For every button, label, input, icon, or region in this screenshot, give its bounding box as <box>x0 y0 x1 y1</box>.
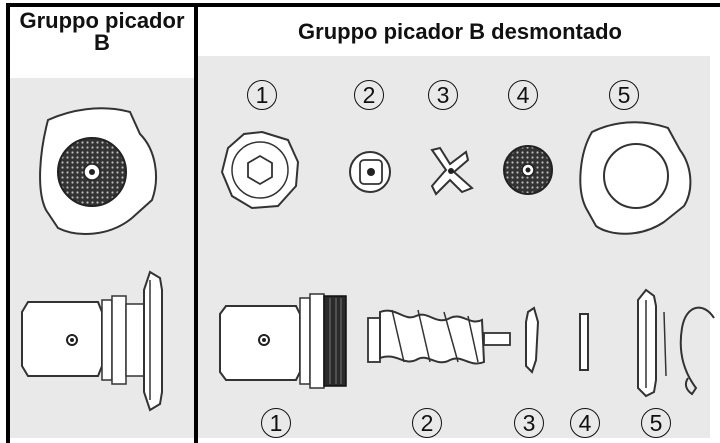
part-number-1-top: 1 <box>247 80 277 110</box>
part-number-5-top: 5 <box>609 80 639 110</box>
part-1-side-body <box>219 293 347 389</box>
right-header: Gruppo picador B desmontado <box>298 19 622 44</box>
part-2-side-auger <box>367 309 511 365</box>
part-4-side-plate <box>579 313 589 371</box>
part-number-3-bottom: 3 <box>514 408 544 438</box>
part-3-front-blade <box>430 146 474 196</box>
part-number-2-bottom: 2 <box>412 408 442 438</box>
part-number-3-top: 3 <box>428 80 458 110</box>
part-1-front-threaded-collar <box>220 130 300 210</box>
part-2-front-cutting-plate <box>349 151 391 193</box>
part-number-4-bottom: 4 <box>570 408 600 438</box>
part-number-2-top: 2 <box>354 80 384 110</box>
gasket-ring <box>679 306 715 396</box>
left-border <box>6 3 10 443</box>
part-number-1-bottom: 1 <box>261 408 291 438</box>
part-number-5-bottom: 5 <box>641 408 671 438</box>
top-border <box>6 3 720 7</box>
part-number-4-top: 4 <box>508 80 538 110</box>
part-5-side-ring-nut <box>637 288 667 398</box>
part-5-front-ring-nut <box>579 121 692 235</box>
part-3-side-blade <box>525 306 540 374</box>
left-header: Gruppo picador B <box>19 8 185 55</box>
part-4-front-plate <box>503 145 553 195</box>
assembled-side-view <box>21 270 163 412</box>
assembled-front-view <box>39 107 157 235</box>
middle-divider <box>194 3 198 443</box>
